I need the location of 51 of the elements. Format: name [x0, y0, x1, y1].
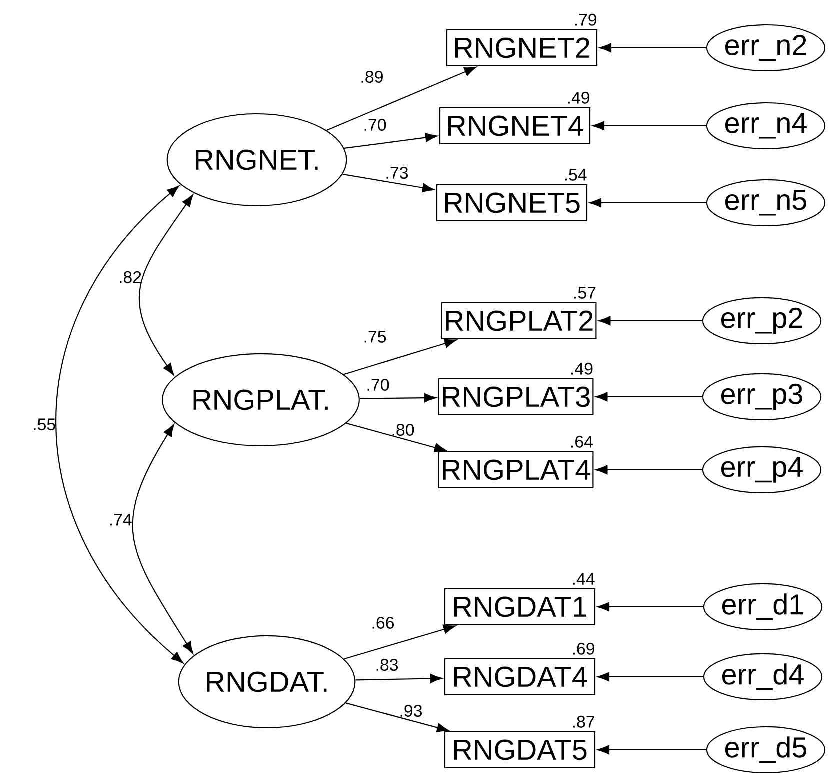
path-arrow: [360, 393, 436, 403]
path-arrow: [597, 745, 706, 755]
r-squared-label: .64: [572, 436, 594, 448]
indicator-box: RNGPLAT3: [438, 378, 594, 416]
path-arrow: [589, 198, 706, 208]
path-arrow: [326, 66, 477, 131]
path-arrow: [346, 702, 450, 732]
path-arrow: [356, 674, 443, 684]
indicator-box: RNGPLAT2: [441, 302, 597, 340]
path-arrow: [592, 121, 706, 131]
edge-label: .74: [110, 514, 132, 526]
edge-label: .93: [400, 704, 422, 717]
covariance-arrow: [138, 194, 194, 376]
r-squared-label: .49: [568, 92, 590, 104]
path-arrow: [342, 174, 435, 193]
edge-label: .70: [364, 119, 386, 131]
path-arrow: [344, 339, 457, 376]
edge-label: .89: [362, 71, 383, 83]
r-squared-label: .54: [565, 169, 587, 181]
edge-label: .83: [376, 658, 398, 671]
edge-label: .55: [34, 418, 56, 431]
path-arrow: [344, 133, 438, 150]
covariance-arrow: [56, 186, 184, 664]
path-arrow: [598, 316, 702, 326]
indicator-box: RNGNET4: [439, 107, 591, 145]
edge-label: .80: [392, 424, 414, 436]
indicator-box: RNGPLAT4: [438, 451, 594, 489]
path-arrow: [597, 672, 704, 682]
path-arrow: [596, 465, 702, 475]
r-squared-label: .79: [575, 14, 597, 26]
edge-label: .66: [372, 616, 394, 629]
path-arrow: [599, 43, 706, 53]
indicator-box: RNGDAT1: [444, 588, 596, 626]
r-squared-label: .49: [572, 362, 593, 375]
r-squared-label: .87: [573, 716, 594, 728]
path-arrow: [344, 624, 456, 660]
edge-label: .82: [120, 271, 142, 284]
edge-label: .75: [364, 331, 386, 343]
edge-label: .73: [386, 167, 408, 179]
indicator-box: RNGNET2: [446, 29, 598, 67]
edge-label: .70: [368, 379, 390, 391]
path-arrow: [596, 392, 702, 402]
r-squared-label: .57: [574, 287, 596, 299]
path-arrow: [346, 422, 447, 452]
indicator-box: RNGNET5: [436, 184, 588, 222]
indicator-box: RNGDAT5: [444, 731, 596, 769]
path-arrow: [597, 602, 704, 612]
r-squared-label: .69: [573, 642, 595, 655]
indicator-box: RNGDAT4: [444, 658, 596, 696]
r-squared-label: .44: [573, 573, 595, 585]
covariance-arrow: [132, 424, 194, 654]
